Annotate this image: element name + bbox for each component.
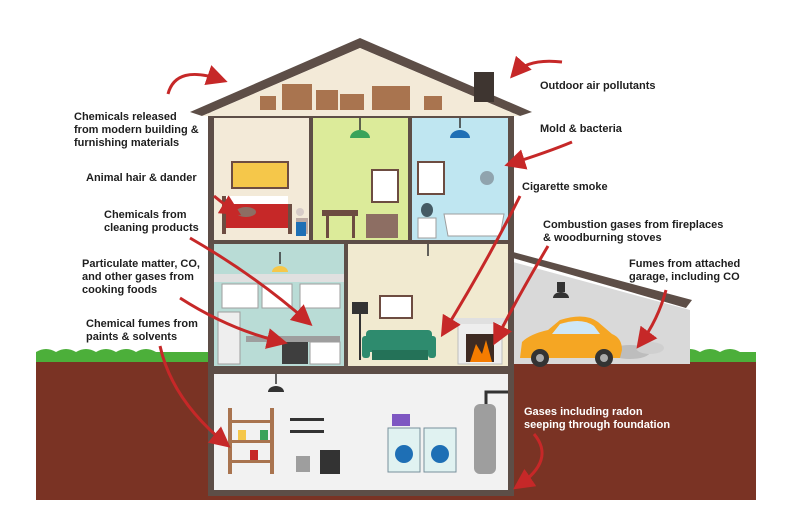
arrow-cleaning: [189, 236, 313, 326]
bathroom: [417, 118, 505, 239]
arrow-combustion: [493, 245, 550, 346]
arrow-cigarette: [440, 195, 522, 338]
arrow-radon: [513, 433, 544, 490]
label-cleaning-products: Chemicals from cleaning products: [104, 209, 199, 234]
car: [520, 316, 622, 367]
roof: [190, 38, 532, 116]
label-radon: Gases including radon seeping through fo…: [524, 406, 671, 431]
study: [322, 118, 399, 238]
label-cigarette-smoke: Cigarette smoke: [522, 181, 608, 193]
pollutant-arrows: [158, 55, 668, 490]
label-combustion-gases: Combustion gases from fireplaces & woodb…: [543, 219, 724, 244]
arrow-building-materials: [166, 65, 228, 95]
arrow-mold: [504, 140, 573, 170]
label-paints-solvents: Chemical fumes from paints & solvents: [86, 318, 198, 343]
label-animal-hair: Animal hair & dander: [86, 172, 197, 184]
arrow-animal: [213, 194, 242, 216]
kitchen: [214, 222, 344, 365]
label-outdoor-air-pollutants: Outdoor air pollutants: [540, 80, 656, 92]
arrow-garage: [636, 289, 668, 349]
label-cooking-foods: Particulate matter, CO, and other gases …: [82, 258, 200, 296]
label-chemicals-building: Chemicals released from modern building …: [74, 111, 199, 149]
arrow-outdoor: [510, 55, 563, 79]
arrow-paints: [158, 345, 231, 448]
arrow-cooking: [179, 296, 288, 349]
label-mold-bacteria: Mold & bacteria: [540, 123, 622, 135]
living-room: [352, 244, 508, 365]
label-garage-fumes: Fumes from attached garage, including CO: [629, 258, 741, 283]
